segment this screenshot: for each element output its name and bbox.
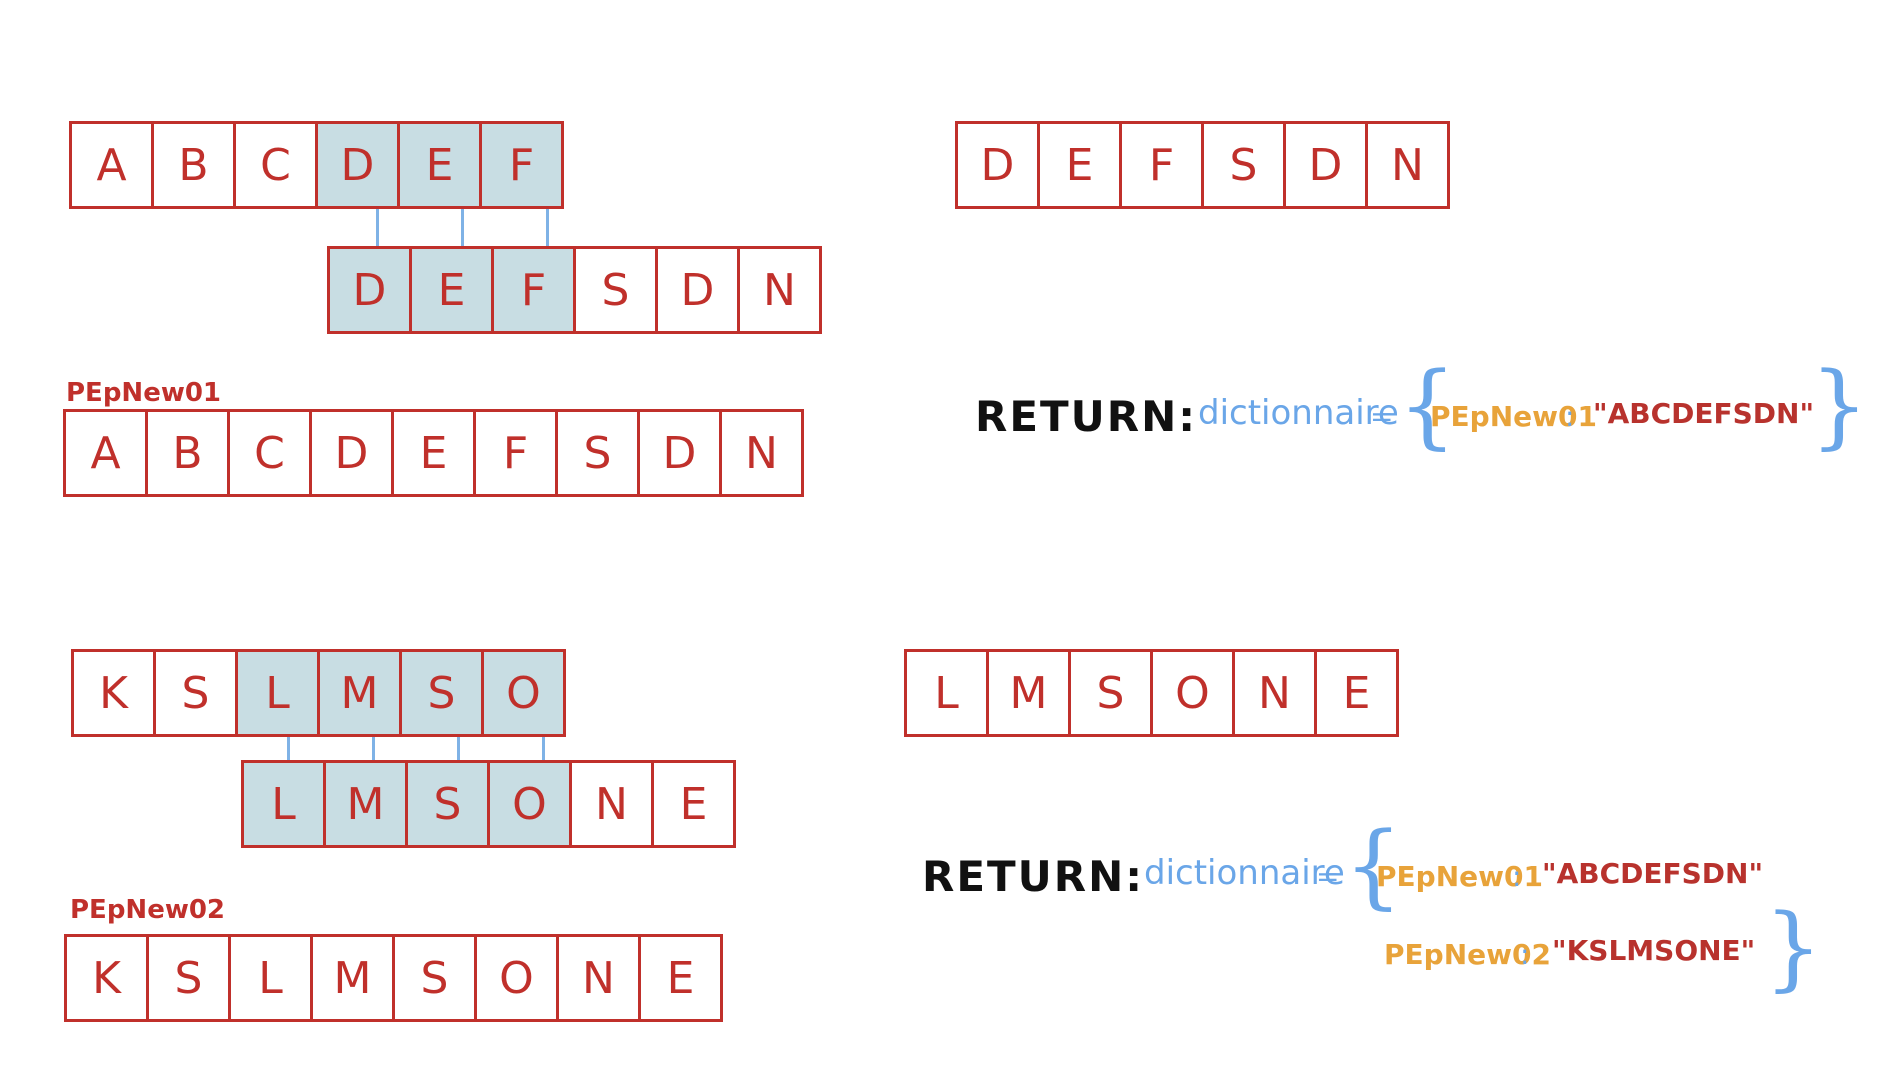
seq-cell: C <box>233 121 318 209</box>
seq-cell: S <box>392 934 477 1022</box>
dict-label: dictionnaire <box>1144 853 1345 893</box>
seq-cell: N <box>1232 649 1317 737</box>
overlap-link <box>542 737 545 775</box>
seq-cell: K <box>64 934 149 1022</box>
ex2-merged-seq: K S L M S O N E <box>64 934 723 1022</box>
seq-cell: D <box>955 121 1040 209</box>
overlap-link <box>287 737 290 775</box>
ex2-result-seq: L M S O N E <box>904 649 1399 737</box>
seq-cell: E <box>651 760 736 848</box>
seq-cell: S <box>146 934 231 1022</box>
dict-value: "ABCDEFSDN" <box>1593 397 1815 430</box>
seq-cell-overlap: F <box>479 121 564 209</box>
seq-cell: D <box>637 409 722 497</box>
seq-cell-overlap: D <box>327 246 412 334</box>
seq-cell-overlap: S <box>399 649 484 737</box>
merged-seq-name: PEpNew02 <box>70 895 226 925</box>
seq-cell: E <box>391 409 476 497</box>
seq-cell: B <box>151 121 236 209</box>
seq-cell: F <box>1119 121 1204 209</box>
seq-cell: A <box>63 409 148 497</box>
ex1-seq-a: A B C D E F <box>69 121 564 209</box>
seq-cell: A <box>69 121 154 209</box>
merged-seq-name: PEpNew01 <box>66 378 222 408</box>
seq-cell: N <box>737 246 822 334</box>
dict-label: dictionnaire <box>1198 393 1399 433</box>
seq-cell-overlap: O <box>481 649 566 737</box>
open-brace: { <box>1398 352 1457 459</box>
seq-cell: D <box>655 246 740 334</box>
seq-cell-overlap: E <box>409 246 494 334</box>
seq-cell: O <box>474 934 559 1022</box>
ex2-seq-b: L M S O N E <box>241 760 736 848</box>
dict-key: PEpNew01 <box>1376 860 1543 893</box>
equals-sign: = <box>1370 400 1394 433</box>
ex2-seq-a: K S L M S O <box>71 649 566 737</box>
overlap-link <box>376 209 379 247</box>
ex1-merged-seq: A B C D E F S D N <box>63 409 804 497</box>
dict-key: PEpNew01 <box>1430 400 1597 433</box>
overlap-link <box>372 737 375 775</box>
equals-sign: = <box>1316 860 1340 893</box>
seq-cell: S <box>1068 649 1153 737</box>
seq-cell: C <box>227 409 312 497</box>
seq-cell: E <box>638 934 723 1022</box>
seq-cell: L <box>228 934 313 1022</box>
seq-cell-overlap: O <box>487 760 572 848</box>
seq-cell-overlap: S <box>405 760 490 848</box>
seq-cell: N <box>569 760 654 848</box>
seq-cell-overlap: M <box>323 760 408 848</box>
dict-key: PEpNew02 <box>1384 938 1551 971</box>
open-brace: { <box>1344 812 1403 919</box>
seq-cell-overlap: L <box>241 760 326 848</box>
dict-colon: : <box>1512 860 1522 893</box>
seq-cell: S <box>153 649 238 737</box>
ex1-seq-b: D E F S D N <box>327 246 822 334</box>
overlap-link <box>461 209 464 247</box>
seq-cell: M <box>310 934 395 1022</box>
seq-cell: S <box>1201 121 1286 209</box>
seq-cell: N <box>556 934 641 1022</box>
seq-cell: O <box>1150 649 1235 737</box>
seq-cell: B <box>145 409 230 497</box>
overlap-link <box>546 209 549 247</box>
seq-cell-overlap: L <box>235 649 320 737</box>
close-brace: } <box>1764 894 1823 1001</box>
seq-cell-overlap: E <box>397 121 482 209</box>
seq-cell-overlap: D <box>315 121 400 209</box>
seq-cell-overlap: M <box>317 649 402 737</box>
ex1-result-seq: D E F S D N <box>955 121 1450 209</box>
dict-colon: : <box>1520 938 1530 971</box>
return-label: RETURN: <box>922 852 1145 901</box>
seq-cell: D <box>309 409 394 497</box>
seq-cell: M <box>986 649 1071 737</box>
seq-cell: D <box>1283 121 1368 209</box>
seq-cell: L <box>904 649 989 737</box>
overlap-link <box>457 737 460 775</box>
seq-cell: S <box>555 409 640 497</box>
close-brace: } <box>1810 352 1869 459</box>
return-label: RETURN: <box>975 392 1198 441</box>
seq-cell: E <box>1037 121 1122 209</box>
seq-cell: F <box>473 409 558 497</box>
dict-colon: : <box>1565 400 1575 433</box>
seq-cell: E <box>1314 649 1399 737</box>
seq-cell: N <box>719 409 804 497</box>
dict-value: "KSLMSONE" <box>1552 934 1756 967</box>
seq-cell: K <box>71 649 156 737</box>
seq-cell: S <box>573 246 658 334</box>
dict-value: "ABCDEFSDN" <box>1542 857 1764 890</box>
seq-cell-overlap: F <box>491 246 576 334</box>
seq-cell: N <box>1365 121 1450 209</box>
